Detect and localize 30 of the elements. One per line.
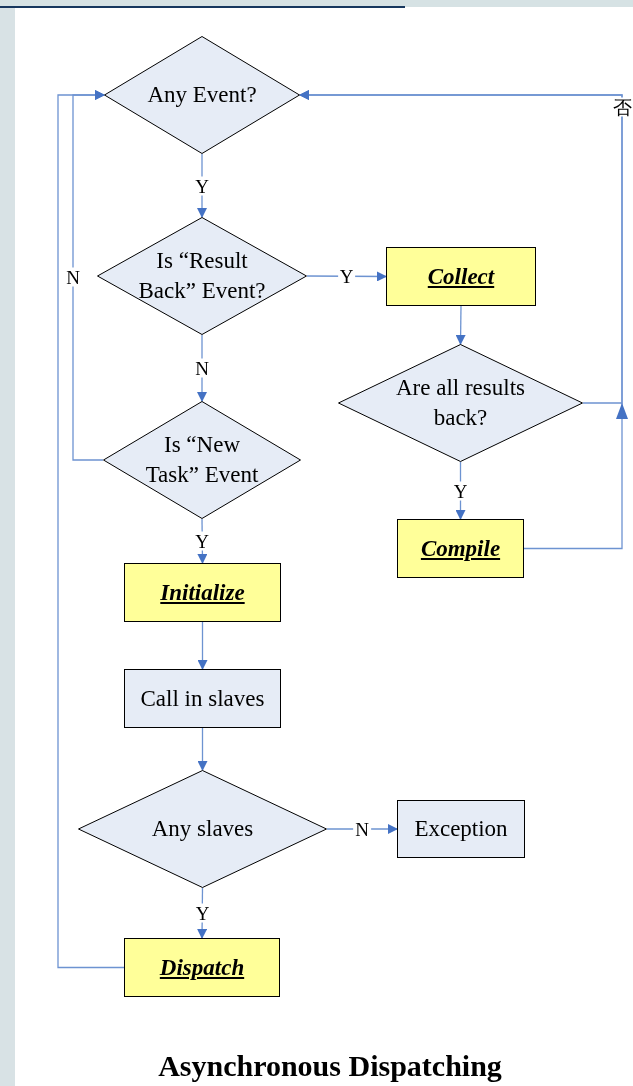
node-text: Any slaves bbox=[151, 815, 254, 844]
decision-diamond bbox=[97, 217, 307, 335]
edge-label: Y bbox=[193, 176, 211, 195]
highlighted-process-box bbox=[124, 938, 280, 997]
decision-diamond bbox=[104, 36, 300, 154]
edge-label: N bbox=[193, 358, 211, 378]
node-text: Collect bbox=[426, 262, 496, 291]
node-text: Dispatch bbox=[158, 953, 246, 982]
edge-label: Y bbox=[193, 531, 211, 551]
node-text: Initialize bbox=[159, 578, 246, 607]
edge-label: 否 bbox=[610, 97, 633, 117]
highlighted-process-box bbox=[124, 563, 281, 622]
node-text: Is “Result Back” Event? bbox=[137, 247, 267, 305]
process-box bbox=[397, 800, 525, 858]
decision-diamond bbox=[338, 344, 583, 462]
node-text: Call in slaves bbox=[139, 684, 266, 713]
edge-label: N bbox=[64, 267, 82, 287]
highlighted-process-box bbox=[397, 519, 524, 578]
decision-diamond bbox=[78, 770, 327, 888]
process-box bbox=[124, 669, 281, 728]
node-text: Any Event? bbox=[147, 81, 257, 110]
edge-label: Y bbox=[451, 481, 470, 500]
node-text: Is “New Task” Event bbox=[144, 431, 260, 489]
node-text: Are all results back? bbox=[395, 374, 526, 432]
edge-label: Y bbox=[193, 903, 212, 923]
node-text: Exception bbox=[413, 815, 509, 844]
node-text: Compile bbox=[419, 534, 502, 563]
decision-diamond bbox=[103, 401, 301, 519]
highlighted-process-box bbox=[386, 247, 536, 306]
caption: Asynchronous Dispatching bbox=[157, 1048, 503, 1084]
